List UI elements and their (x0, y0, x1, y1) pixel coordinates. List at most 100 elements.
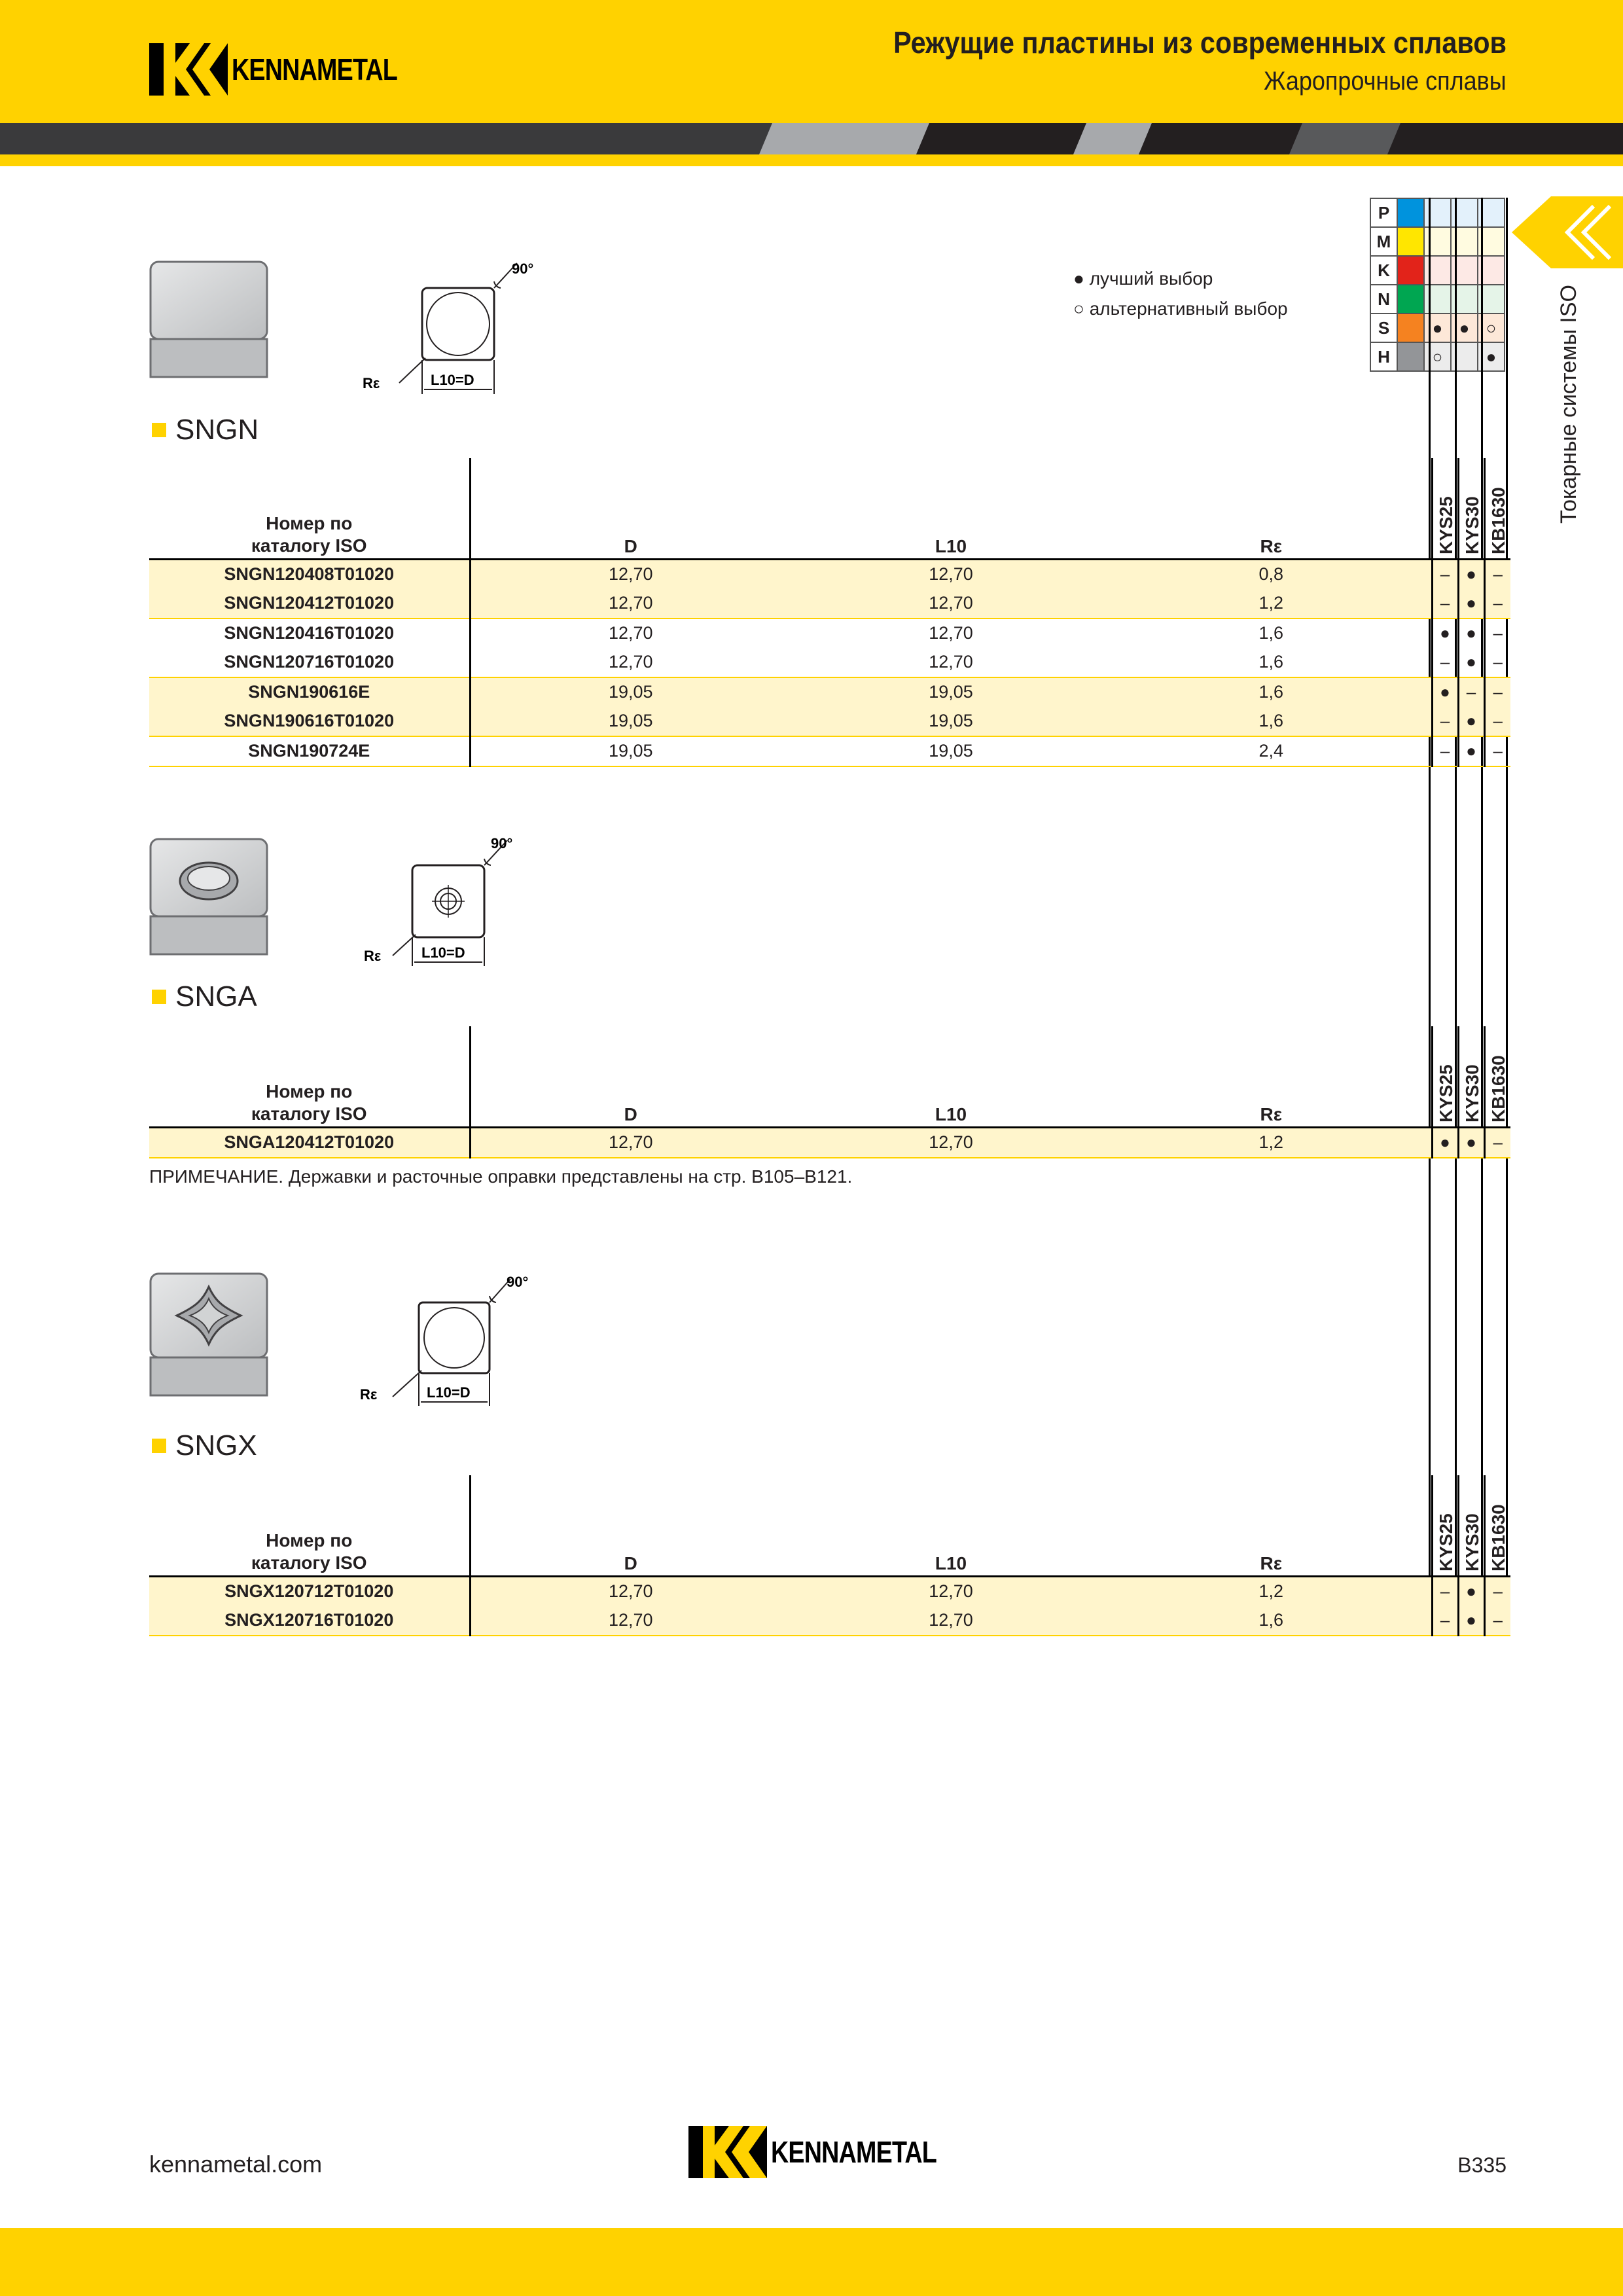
header-catalog-line: Номер по (266, 512, 353, 533)
kennametal-k-icon (149, 43, 228, 96)
material-grade-mark: ● (1423, 313, 1452, 343)
sngx-insert-image (149, 1272, 268, 1397)
kennametal-k-icon (688, 2126, 767, 2178)
value-d: 12,70 (470, 647, 791, 678)
material-grade-mark (1423, 198, 1452, 228)
grade-label: KB1630 (1488, 486, 1508, 554)
header-l10: L10 (791, 1475, 1111, 1577)
sngn-dimension-diagram: 90° Rε L10=D (363, 260, 533, 394)
grade-label: KYS25 (1435, 1064, 1456, 1122)
svg-text:Rε: Rε (364, 948, 382, 964)
grade-label: KB1630 (1488, 1054, 1508, 1122)
svg-text:L10=D: L10=D (431, 372, 474, 388)
header-re: Rε (1111, 1026, 1432, 1128)
header-l10: L10 (791, 1026, 1111, 1128)
grade-mark: – (1431, 647, 1458, 678)
material-code: P (1370, 198, 1398, 228)
filled-dot-icon: ● (1073, 268, 1084, 289)
value-d: 12,70 (608, 623, 653, 643)
material-row-n: N (1370, 284, 1505, 314)
grade-mark: ● (1457, 588, 1484, 619)
brand-wordmark: KENNAMETAL (232, 52, 398, 86)
brand-wordmark: KENNAMETAL (771, 2135, 937, 2169)
svg-text:L10=D: L10=D (427, 1384, 471, 1401)
page-number: B335 (1457, 2153, 1507, 2177)
value-re: 1,6 (1111, 647, 1432, 678)
grade-mark: ● (1431, 677, 1458, 707)
catalog-number: SNGN190616T01020 (149, 706, 471, 737)
grade-label: KYS25 (1435, 1513, 1456, 1571)
material-color-swatch (1397, 342, 1425, 372)
value-re: 1,6 (1111, 706, 1432, 737)
grade-mark: – (1483, 647, 1510, 678)
material-code: H (1370, 342, 1398, 372)
grade-mark: – (1483, 706, 1510, 737)
note-text: ПРИМЕЧАНИЕ. Державки и расточные оправки… (149, 1166, 853, 1187)
header-catalog-line: каталогу ISO (251, 1103, 367, 1124)
grade-mark: ● (1457, 647, 1484, 678)
grade-mark: – (1431, 559, 1458, 589)
material-row-s: S●●○ (1370, 313, 1505, 343)
grade-mark: – (1483, 736, 1510, 767)
value-d: 12,70 (470, 588, 791, 619)
value-d: 12,70 (470, 1127, 791, 1158)
header-grade: KB1630 (1483, 458, 1510, 560)
value-l10: 12,70 (791, 588, 1111, 619)
grade-label: KYS30 (1461, 495, 1482, 554)
header-d: D (470, 1026, 791, 1128)
section-title-sngn: SNGN (152, 414, 259, 446)
hollow-dot-icon: ○ (1073, 298, 1084, 319)
grade-mark: – (1431, 736, 1458, 767)
side-tab-chevron-icon (1512, 196, 1623, 268)
header-catalog-line: каталогу ISO (251, 1552, 367, 1573)
sngn-insert-image (149, 260, 268, 378)
header-grade: KYS30 (1457, 458, 1484, 560)
header-grade: KYS30 (1457, 1475, 1484, 1577)
footer-website: kennametal.com (149, 2151, 323, 2178)
catalog-number: SNGN120412T01020 (149, 588, 471, 619)
value-l10: 12,70 (791, 1127, 1111, 1158)
material-row-m: M (1370, 226, 1505, 257)
material-row-k: K (1370, 255, 1505, 285)
grade-line-1 (1429, 198, 1431, 1635)
grade-mark: ● (1457, 618, 1484, 648)
grade-line-3 (1481, 198, 1483, 1635)
value-re: 1,2 (1111, 1576, 1432, 1606)
grade-mark: – (1483, 1576, 1510, 1606)
grade-mark: ● (1457, 1605, 1484, 1636)
header-d: D (470, 1475, 791, 1577)
section-title-snga: SNGA (152, 980, 257, 1013)
value-re: 1,6 (1111, 1605, 1432, 1636)
grade-mark: ● (1457, 736, 1484, 767)
material-code: M (1370, 226, 1398, 257)
value-l10: 19,05 (791, 677, 1111, 707)
header-re: Rε (1111, 1475, 1432, 1577)
grade-mark: – (1483, 677, 1510, 707)
value-re: 1,2 (1111, 588, 1432, 619)
catalog-number: SNGX120716T01020 (149, 1605, 471, 1636)
material-grade-mark: ○ (1423, 342, 1452, 372)
value-d: 19,05 (470, 677, 791, 707)
header-l10: L10 (791, 458, 1111, 560)
material-grade-mark (1423, 255, 1452, 285)
footer-band (0, 2228, 1623, 2296)
header-catalog-line: каталогу ISO (251, 535, 367, 556)
value-re: 2,4 (1111, 736, 1432, 767)
grade-mark: ● (1457, 1576, 1484, 1606)
value-d: 12,70 (470, 1605, 791, 1636)
grade-mark: – (1483, 588, 1510, 619)
grade-mark: – (1431, 1576, 1458, 1606)
value-re: 1,6 (1111, 677, 1432, 707)
catalog-number: SNGN190724E (149, 736, 471, 767)
grade-mark: ● (1457, 1127, 1484, 1158)
